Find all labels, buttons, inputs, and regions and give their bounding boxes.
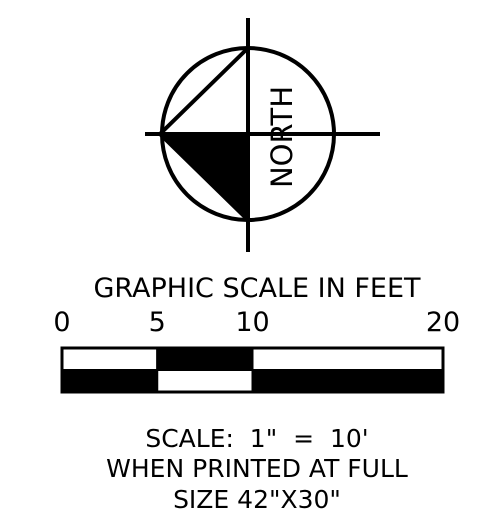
scale-tick-label-10: 10 bbox=[235, 307, 269, 338]
scale-segment-row1-2 bbox=[156, 347, 254, 371]
scale-segment-row2-3 bbox=[251, 369, 444, 393]
north-label: NORTH bbox=[265, 86, 299, 188]
scale-segment-row2-2 bbox=[156, 369, 254, 393]
scale-notes: SCALE: 1" = 10' WHEN PRINTED AT FULL SIZ… bbox=[106, 424, 408, 514]
scale-segment-row1-3 bbox=[251, 347, 444, 371]
scale-segment-row2-1 bbox=[61, 369, 159, 393]
scale-segment-row1-1 bbox=[61, 347, 159, 371]
graphic-scale: GRAPHIC SCALE IN FEET 0 5 10 20 bbox=[53, 273, 460, 394]
scale-note-line-3: SIZE 42"X30" bbox=[173, 485, 341, 514]
scale-note-line-2: WHEN PRINTED AT FULL bbox=[106, 454, 408, 483]
scale-bar bbox=[60, 346, 445, 394]
north-arrow: NORTH bbox=[145, 18, 380, 252]
scale-tick-labels: 0 5 10 20 bbox=[53, 307, 460, 338]
graphic-scale-title: GRAPHIC SCALE IN FEET bbox=[93, 273, 421, 304]
north-arrow-lower-half bbox=[155, 132, 250, 225]
scale-tick-label-20: 20 bbox=[426, 307, 460, 338]
scale-tick-label-0: 0 bbox=[53, 307, 70, 338]
scale-tick-label-5: 5 bbox=[149, 307, 166, 338]
scale-note-line-1: SCALE: 1" = 10' bbox=[145, 424, 368, 453]
scale-bar-outline bbox=[60, 346, 445, 394]
